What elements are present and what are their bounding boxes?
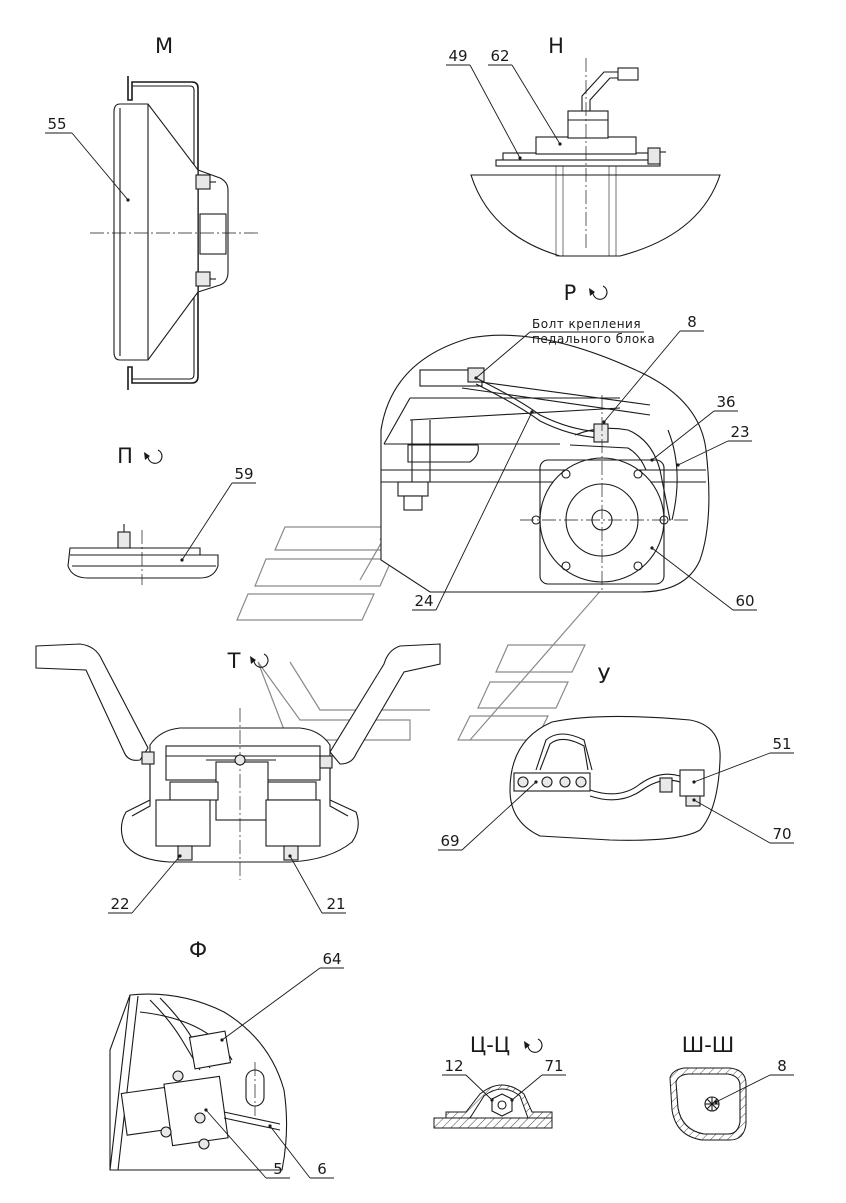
callout-8-top: 8 (687, 313, 697, 331)
rotation-icon (589, 285, 608, 300)
note-line-2: педального блока (532, 332, 655, 346)
section-sh: Ш-Ш 8 (669, 1033, 794, 1141)
callout-5: 5 (273, 1160, 283, 1178)
callout-8-bottom: 8 (777, 1057, 787, 1075)
callout-12: 12 (444, 1057, 463, 1075)
rotation-icon (524, 1038, 543, 1053)
callout-36: 36 (716, 393, 735, 411)
callout-62: 62 (490, 47, 509, 65)
view-t-title: Т (227, 649, 241, 673)
callout-51: 51 (772, 735, 791, 753)
view-f: Ф 64 5 6 (109, 938, 344, 1179)
callout-22: 22 (110, 895, 129, 913)
note-line-1: Болт крепления (532, 317, 641, 331)
callout-71: 71 (544, 1057, 563, 1075)
callout-49: 49 (448, 47, 467, 65)
callout-55: 55 (47, 115, 66, 133)
view-u: У 51 70 69 (438, 664, 794, 851)
view-r: Р (380, 281, 757, 611)
view-t: Т 22 21 (35, 643, 441, 914)
callout-69: 69 (440, 832, 459, 850)
callout-6: 6 (317, 1160, 327, 1178)
callout-24: 24 (414, 592, 433, 610)
view-f-title: Ф (189, 938, 207, 962)
callout-59: 59 (234, 465, 253, 483)
section-ts: Ц-Ц 12 71 (433, 1033, 566, 1129)
view-m-title: М (155, 34, 173, 58)
view-u-title: У (598, 664, 611, 688)
view-p-title: П (117, 444, 133, 468)
callout-23: 23 (730, 423, 749, 441)
rotation-icon (144, 449, 163, 464)
section-sh-title: Ш-Ш (682, 1033, 735, 1057)
view-r-title: Р (564, 281, 577, 305)
view-n: Н 49 62 (446, 34, 721, 257)
view-p: П 59 (67, 444, 256, 585)
view-m: М 55 (45, 34, 260, 390)
callout-21: 21 (326, 895, 345, 913)
section-ts-title: Ц-Ц (470, 1033, 510, 1057)
callout-70: 70 (772, 825, 791, 843)
callout-60: 60 (735, 592, 754, 610)
rotation-icon (250, 653, 269, 668)
callout-64: 64 (322, 950, 341, 968)
view-n-title: Н (548, 34, 564, 58)
